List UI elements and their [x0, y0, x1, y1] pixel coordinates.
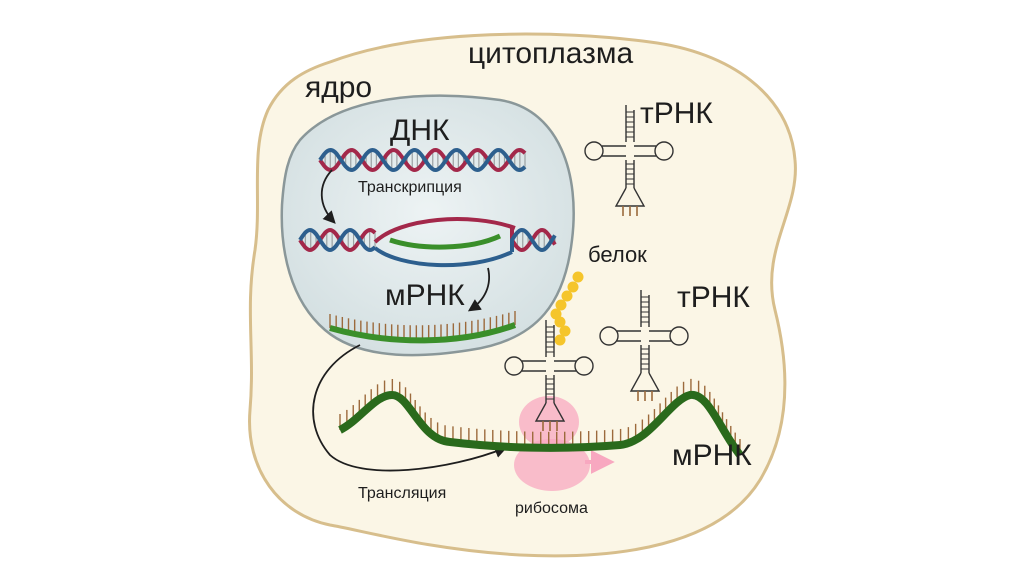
dna-bubble-strand-2 — [298, 227, 557, 253]
mrna-cytoplasm-strand — [338, 390, 744, 458]
mrna-nucleus-label: мРНК — [385, 279, 465, 312]
translation-label: Трансляция — [358, 485, 446, 502]
ribosome-large-subunit — [519, 396, 579, 448]
bubble-lower-strand — [373, 246, 513, 268]
d-arm — [522, 360, 546, 372]
dna-strand-2 — [318, 147, 527, 173]
d-arm — [617, 330, 641, 342]
transcription-label: Транскрипция — [358, 179, 462, 196]
translation-arrow — [312, 344, 508, 472]
d-loop — [599, 326, 619, 346]
trna-label-top: тРНК — [640, 97, 713, 130]
trna-molecule-bound — [504, 320, 594, 431]
trna-molecule-middle — [599, 290, 689, 401]
mrna-export-arrow — [467, 267, 490, 312]
amino-acid-bead — [572, 271, 584, 283]
bubble-upper-strand — [373, 217, 516, 244]
amino-acid-bead — [561, 290, 573, 302]
t-loop — [669, 326, 689, 346]
protein-label: белок — [588, 242, 647, 267]
mrna-in-nucleus — [329, 311, 517, 344]
mrna-cytoplasm-label: мРНК — [672, 439, 752, 472]
trna-molecule-top — [584, 105, 674, 216]
d-loop — [584, 141, 604, 161]
ribosome-small-subunit — [514, 439, 590, 491]
amino-acid-bead — [555, 299, 567, 311]
protein-chain — [550, 271, 584, 346]
t-loop — [654, 141, 674, 161]
dna-double-helix — [318, 147, 527, 173]
dna-label: ДНК — [390, 114, 450, 147]
ribosome-label: рибосома — [515, 500, 588, 517]
d-arm — [602, 145, 626, 157]
dna-transcription-bubble — [298, 217, 557, 268]
d-loop — [504, 356, 524, 376]
amino-acid-bead — [554, 316, 566, 328]
trna-label-middle: тРНК — [677, 281, 750, 314]
t-loop — [574, 356, 594, 376]
dna-strand-1 — [318, 147, 527, 173]
nucleus-label: ядро — [305, 71, 372, 104]
mrna-nucleus-strand — [329, 322, 517, 344]
amino-acid-bead — [567, 281, 579, 293]
ribosome — [514, 396, 615, 491]
cytoplasm-label: цитоплазма — [468, 37, 634, 70]
mrna-in-cytoplasm — [338, 378, 744, 458]
amino-acid-bead — [554, 334, 566, 346]
t-arm — [649, 330, 671, 342]
amino-acid-bead — [559, 325, 571, 337]
transcription-arrow — [320, 169, 336, 224]
nascent-rna — [389, 233, 502, 250]
t-arm — [634, 145, 656, 157]
t-arm — [554, 360, 576, 372]
nucleus — [280, 94, 575, 357]
